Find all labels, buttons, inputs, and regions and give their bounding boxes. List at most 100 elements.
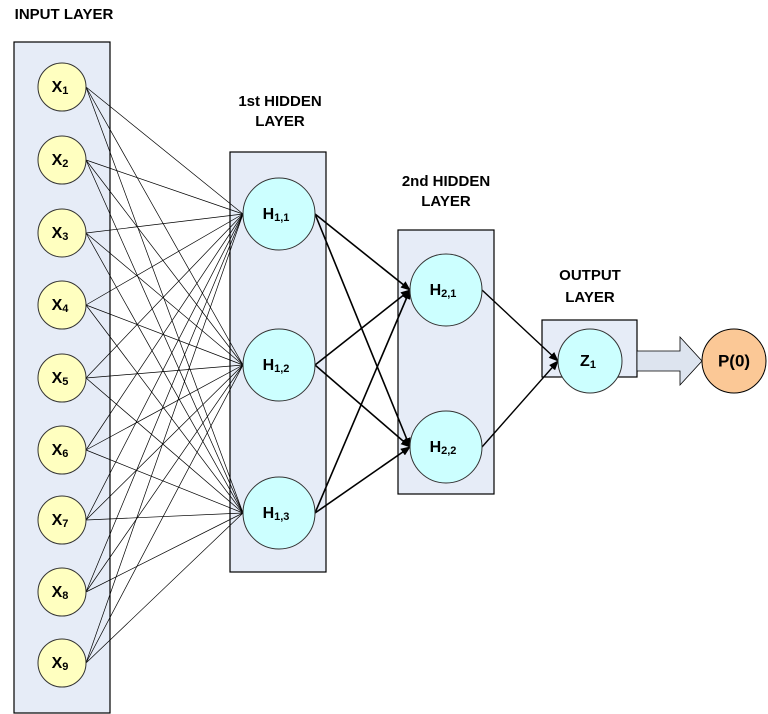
edge-x7-h12 (85, 364, 244, 521)
node-label-base: H (263, 505, 275, 522)
node-label-z1: Z1 (580, 353, 596, 372)
edge-x6-h12 (85, 364, 244, 451)
node-label-subscript: 2,1 (441, 288, 456, 300)
node-h13 (242, 476, 316, 550)
hidden1-layer-title-line1: 1st HIDDEN (238, 93, 321, 110)
edge-x4-h13 (85, 304, 244, 514)
node-label-x7: X7 (52, 512, 69, 531)
edge-x8-h12 (85, 364, 244, 593)
edge-x8-h11 (85, 213, 244, 593)
hidden2-layer-title-line1: 2nd HIDDEN (402, 173, 490, 190)
node-label-x4: X4 (52, 297, 70, 316)
node-label-h21: H2,1 (430, 282, 457, 301)
output-layer-title-line2: LAYER (565, 289, 615, 306)
edge-x3-h12 (85, 232, 244, 366)
node-label-x1: X1 (52, 79, 69, 98)
node-z1 (557, 328, 623, 394)
node-label-subscript: 1 (62, 85, 68, 97)
node-label-subscript: 8 (62, 590, 68, 602)
edge-x1-h12 (85, 86, 244, 366)
edge-x9-h13 (85, 512, 244, 664)
node-x3 (37, 208, 87, 258)
node-x8 (37, 567, 87, 617)
node-label-base: X (52, 225, 63, 242)
node-label-subscript: 4 (62, 303, 69, 315)
node-h12 (242, 328, 316, 402)
node-label-subscript: 1,1 (274, 212, 289, 224)
node-label-h12: H1,2 (263, 357, 290, 376)
node-label-subscript: 2,2 (441, 445, 456, 457)
node-label-base: H (263, 357, 275, 374)
node-label-h13: H1,3 (263, 505, 290, 524)
edge-x5-h11 (85, 213, 244, 379)
node-x4 (37, 280, 87, 330)
node-x7 (37, 495, 87, 545)
edge-h22-z1 (481, 360, 559, 448)
node-x1 (37, 62, 87, 112)
node-label-subscript: 3 (62, 231, 68, 243)
node-label-x9: X9 (52, 655, 69, 674)
node-label-subscript: 2 (62, 158, 68, 170)
node-label-x5: X5 (52, 370, 69, 389)
edge-x1-h13 (85, 86, 244, 514)
edge-x6-h13 (85, 449, 244, 514)
edge-x5-h13 (85, 377, 244, 514)
node-label-subscript: 5 (62, 376, 68, 388)
edge-x5-h12 (85, 364, 244, 379)
node-label-base: X (52, 655, 63, 672)
edge-x9-h12 (85, 364, 244, 664)
node-x2 (37, 135, 87, 185)
node-label-base: X (52, 79, 63, 96)
node-label-base: H (430, 439, 442, 456)
node-label-base: X (52, 584, 63, 601)
node-x5 (37, 353, 87, 403)
edge-x8-h13 (85, 512, 244, 593)
node-label-base: H (263, 206, 275, 223)
hidden2-layer-title-line2: LAYER (421, 193, 471, 210)
output-arrow (636, 335, 703, 387)
node-h21 (409, 253, 483, 327)
node-label-subscript: 9 (62, 661, 68, 673)
hidden1-layer-title-line2: LAYER (255, 113, 305, 130)
node-label-x8: X8 (52, 584, 69, 603)
node-label-x6: X6 (52, 442, 69, 461)
result-node-p0 (701, 328, 767, 394)
edge-h12-h21 (314, 289, 411, 366)
node-h11 (242, 177, 316, 251)
node-label-x3: X3 (52, 225, 69, 244)
node-label-subscript: 6 (62, 448, 68, 460)
node-label-subscript: 7 (62, 518, 68, 530)
node-label-subscript: 1,3 (274, 511, 289, 523)
node-label-base: X (52, 370, 63, 387)
node-label-subscript: 1,2 (274, 363, 289, 375)
edge-h11-h22 (314, 213, 411, 448)
edge-x2-h13 (85, 159, 244, 514)
edge-x4-h11 (85, 213, 244, 306)
node-label-subscript: 1 (590, 359, 596, 371)
edge-x2-h12 (85, 159, 244, 366)
node-x9 (37, 638, 87, 688)
node-label-h11: H1,1 (263, 206, 290, 225)
edge-h12-h22 (314, 364, 411, 448)
edge-x3-h11 (85, 213, 244, 234)
node-label-base: H (430, 282, 442, 299)
edge-x6-h11 (85, 213, 244, 451)
edge-x9-h11 (85, 213, 244, 664)
edge-x1-h11 (85, 86, 244, 215)
node-x6 (37, 425, 87, 475)
input-layer-title: INPUT LAYER (15, 6, 114, 23)
node-label-base: Z (580, 353, 590, 370)
edge-x2-h11 (85, 159, 244, 215)
output-layer-title-line1: OUTPUT (559, 267, 621, 284)
node-label-h22: H2,2 (430, 439, 457, 458)
node-label-base: X (52, 152, 63, 169)
result-label: P(0) (718, 352, 750, 371)
edge-x7-h11 (85, 213, 244, 521)
node-label-base: X (52, 297, 63, 314)
node-label-base: X (52, 442, 63, 459)
node-h22 (409, 410, 483, 484)
node-label-base: X (52, 512, 63, 529)
node-label-x2: X2 (52, 152, 69, 171)
